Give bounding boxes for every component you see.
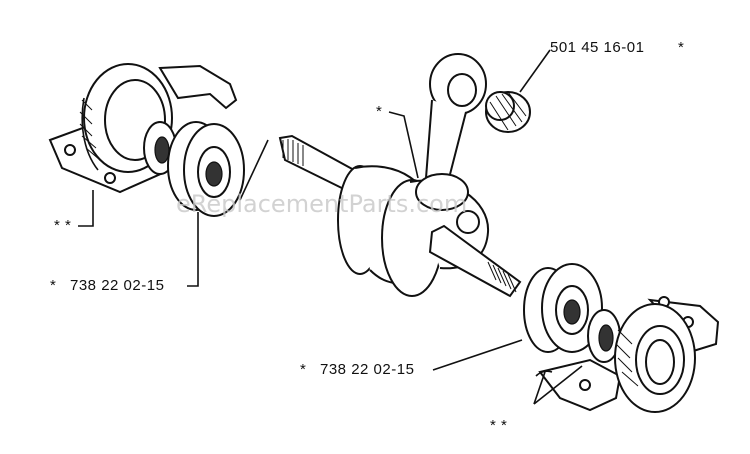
label-bearing-right-part: 738 22 02-15	[320, 361, 414, 378]
needle-bearing	[485, 91, 531, 133]
left-ball-bearing	[167, 121, 245, 217]
label-needle-bearing-star: *	[678, 39, 684, 56]
label-connecting-rod-star: *	[376, 103, 382, 120]
label-double-star-right: * *	[490, 417, 507, 434]
right-ball-bearing	[523, 263, 603, 353]
label-bearing-left-star: *	[50, 277, 56, 294]
label-bearing-right-star: *	[300, 361, 306, 378]
connecting-rod	[415, 53, 487, 211]
label-double-star-left: * *	[54, 217, 71, 234]
watermark: eReplacementParts.com	[176, 190, 467, 218]
label-needle-bearing-part: 501 45 16-01	[550, 39, 644, 56]
right-seal-ring	[587, 309, 621, 363]
crankshaft	[278, 134, 522, 298]
label-bearing-left-part: 738 22 02-15	[70, 277, 164, 294]
leader-lines	[78, 49, 583, 405]
right-crankcase-half	[535, 296, 720, 413]
